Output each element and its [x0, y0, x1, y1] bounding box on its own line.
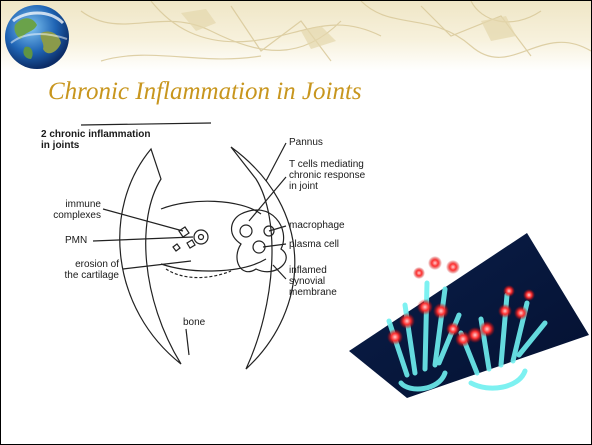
label-synovial-line3: membrane — [289, 287, 337, 298]
diagram-heading: 2 chronic inflammation in joints — [41, 129, 150, 151]
label-synovial-line2: synovial — [289, 276, 337, 287]
label-tcells-line1: T cells mediating — [289, 159, 365, 170]
label-synovial-line1: inflamed — [289, 265, 337, 276]
joint-diagram: 2 chronic inflammation in joints immune … — [41, 119, 371, 374]
globe-icon — [3, 3, 75, 76]
header-banner — [1, 1, 591, 71]
label-immune-complexes: immune complexes — [49, 199, 101, 221]
label-immune-line2: complexes — [49, 210, 101, 221]
label-synovial-membrane: inflamed synovial membrane — [289, 265, 337, 298]
label-pannus: Pannus — [289, 137, 323, 148]
label-tcells-line2: chronic response — [289, 170, 365, 181]
hand-xray-image — [349, 233, 589, 403]
label-erosion-line1: erosion of — [41, 259, 119, 270]
label-bone: bone — [183, 317, 205, 328]
slide-title: Chronic Inflammation in Joints — [48, 78, 362, 106]
label-tcells: T cells mediating chronic response in jo… — [289, 159, 365, 192]
label-erosion: erosion of the cartilage — [41, 259, 119, 281]
label-plasma-cell: plasma cell — [289, 239, 339, 250]
label-pmn: PMN — [65, 235, 87, 246]
label-macrophage: macrophage — [289, 220, 345, 231]
diagram-heading-line2: in joints — [41, 140, 150, 151]
label-tcells-line3: in joint — [289, 181, 365, 192]
diagram-heading-line1: 2 chronic inflammation — [41, 129, 150, 140]
label-immune-line1: immune — [49, 199, 101, 210]
banner-map-texture — [1, 1, 591, 71]
label-erosion-line2: the cartilage — [41, 270, 119, 281]
